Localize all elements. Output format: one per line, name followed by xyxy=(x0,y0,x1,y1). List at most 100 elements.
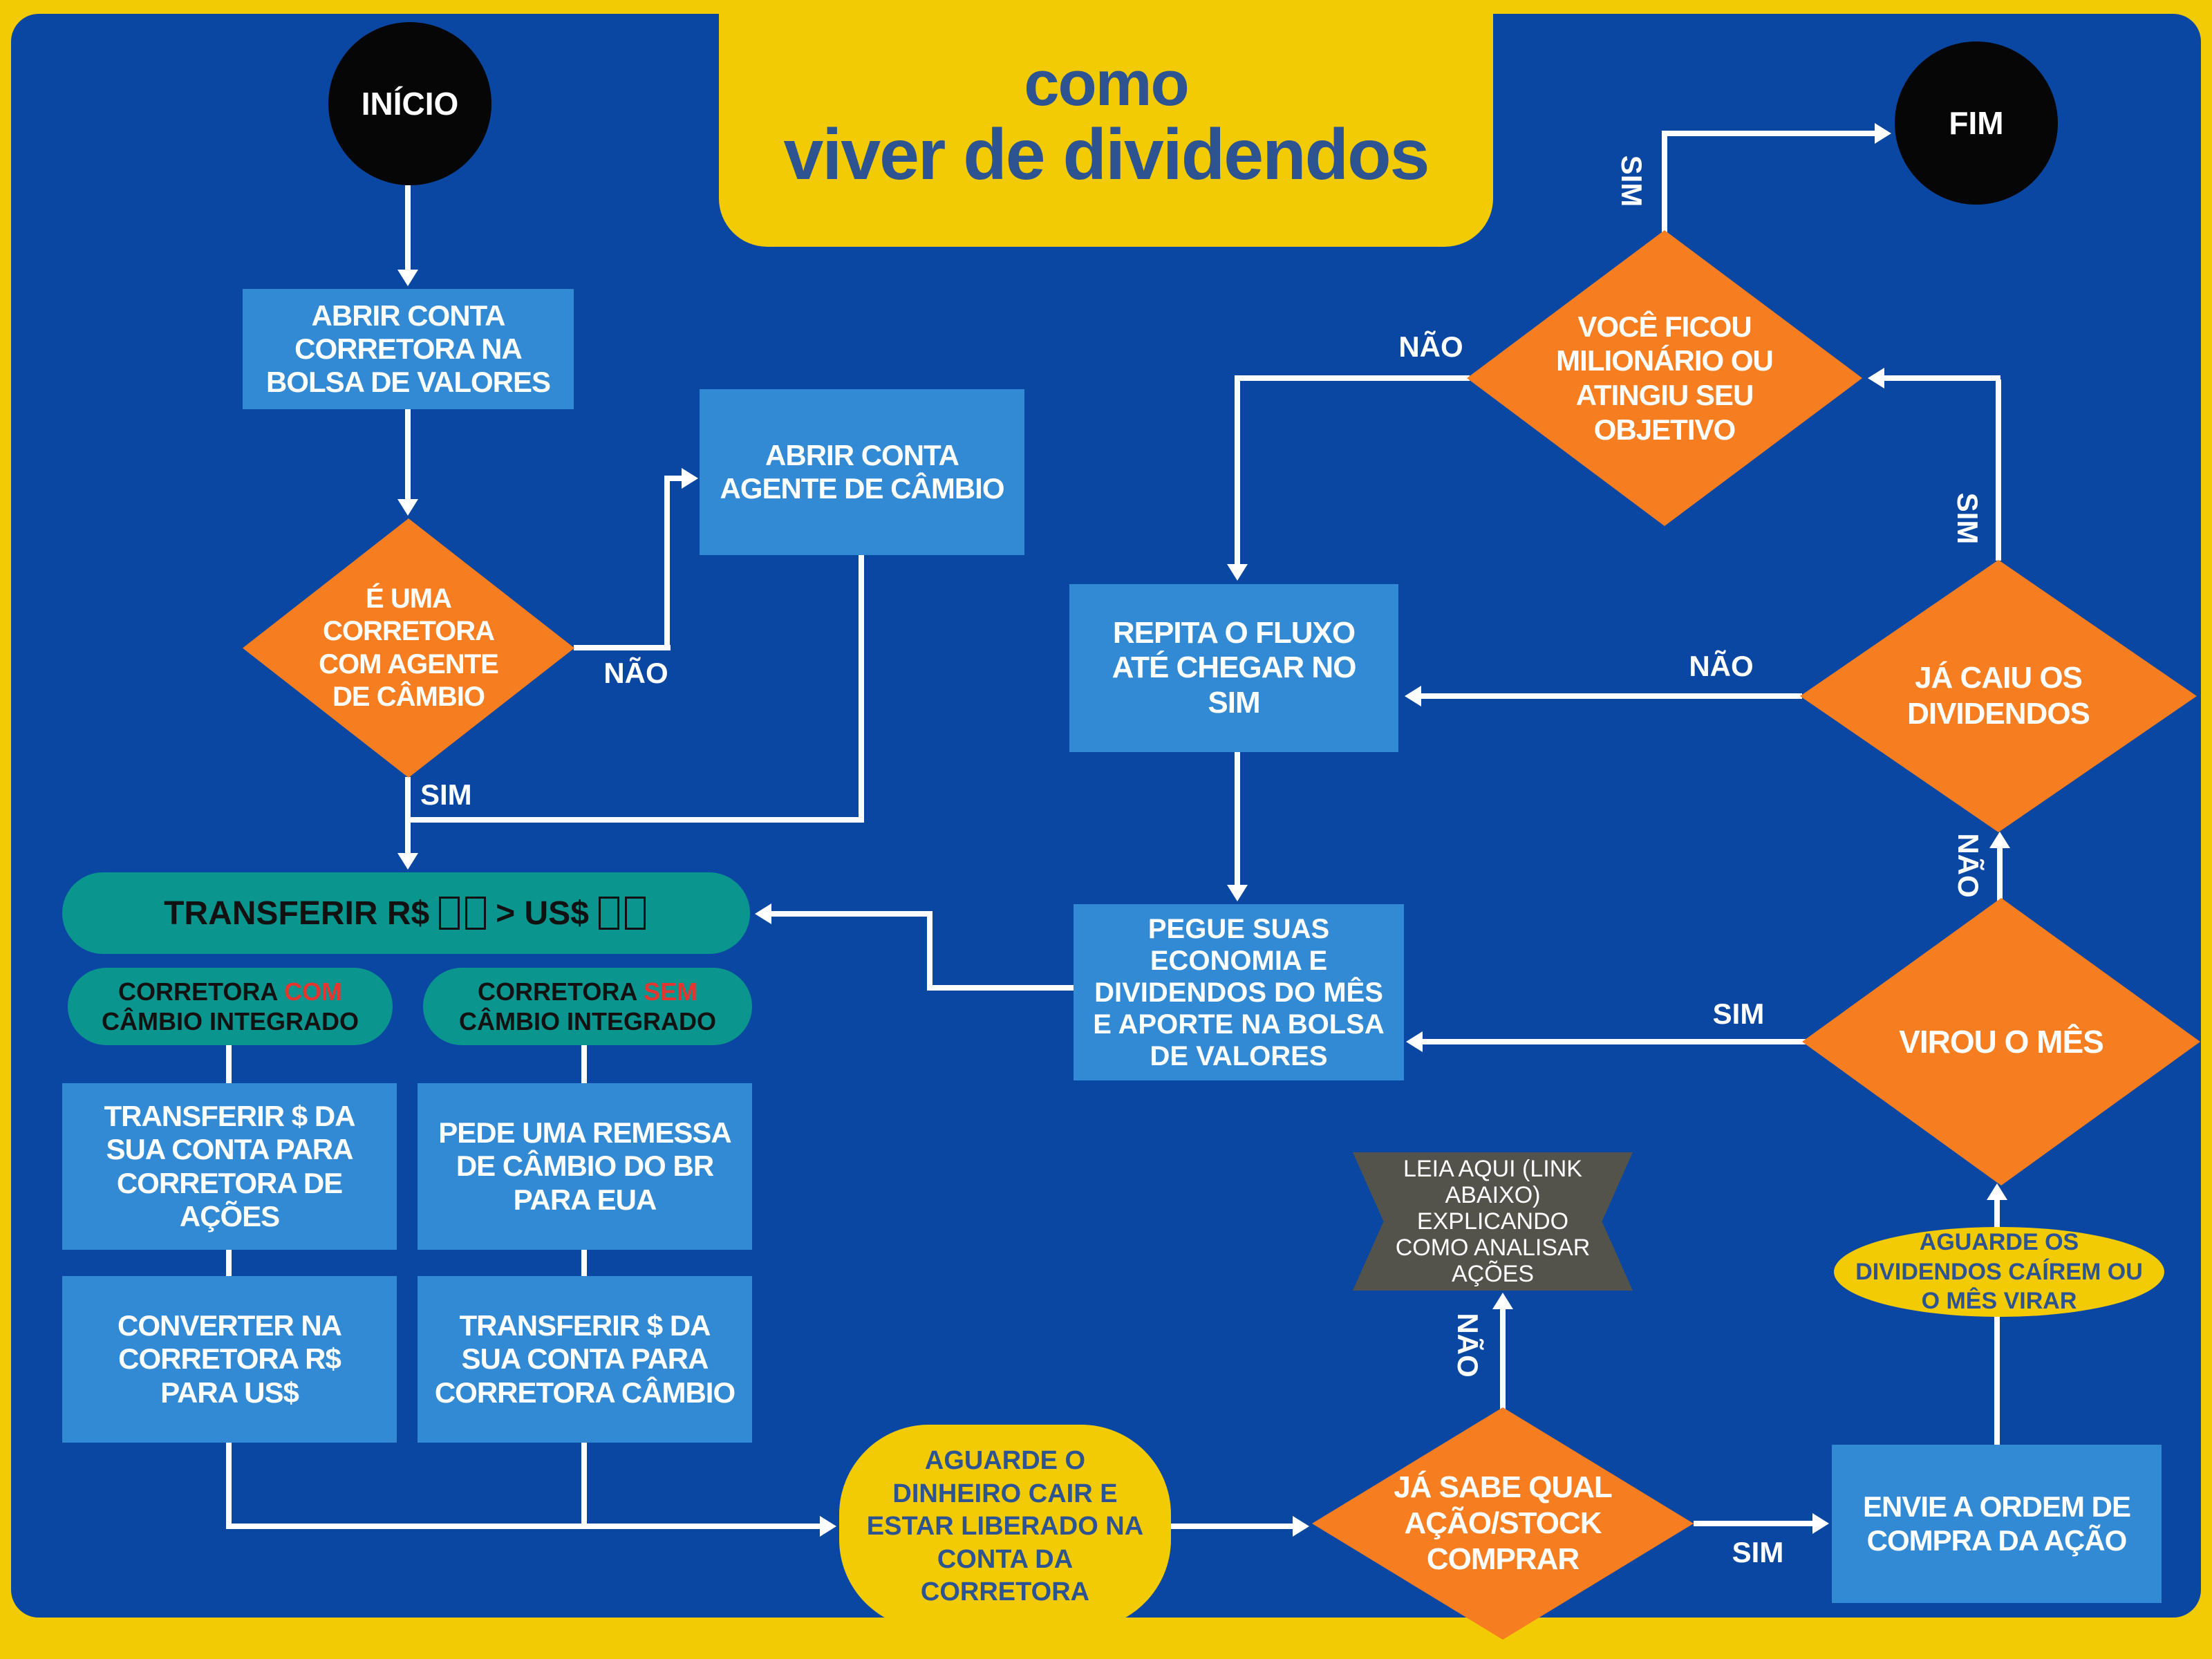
node-send-order-label: ENVIE A ORDEM DE COMPRA DA AÇÃO xyxy=(1863,1490,2131,1557)
with-lead: CORRETORA xyxy=(118,977,277,1006)
line xyxy=(226,1524,824,1529)
line xyxy=(226,1248,232,1277)
label-yes-month-turned: SIM xyxy=(1712,997,1765,1030)
brazil-flag-placeholder-icon xyxy=(439,897,460,930)
arrowhead-left xyxy=(1405,686,1421,706)
node-convert-label: CONVERTER NA CORRETORA R$ PARA US$ xyxy=(117,1309,342,1409)
arrowhead-down xyxy=(397,853,418,870)
node-know-stock-label: JÁ SABE QUAL AÇÃO/STOCK COMPRAR xyxy=(1394,1470,1613,1576)
line xyxy=(405,185,411,275)
line xyxy=(1412,693,1802,699)
label-yes-dividends-paid: SIM xyxy=(1951,492,1984,545)
node-month-turned-label: VIROU O MÊS xyxy=(1899,1023,2104,1060)
line xyxy=(1994,1197,2000,1230)
node-transfer-pill: TRANSFERIR R$ > US$ xyxy=(62,872,750,954)
transfer-pill-part2: > US$ xyxy=(496,894,589,932)
with-line2: CÂMBIO INTEGRADO xyxy=(102,1007,359,1035)
without-lead: CORRETORA xyxy=(477,977,637,1006)
line xyxy=(1235,752,1240,889)
label-yes-millionaire: SIM xyxy=(1615,155,1648,207)
arrowhead-left xyxy=(755,903,771,924)
usa-flag-placeholder-icon xyxy=(624,897,646,930)
line xyxy=(664,476,670,650)
node-repeat-flow-label: REPITA O FLUXO ATÉ CHEGAR NO SIM xyxy=(1112,615,1357,720)
node-open-account: ABRIR CONTA CORRETORA NA BOLSA DE VALORE… xyxy=(243,289,574,409)
line xyxy=(581,1044,587,1084)
node-is-exchange-agent-label: É UMA CORRETORA COM AGENTE DE CÂMBIO xyxy=(319,583,499,712)
line xyxy=(1662,131,1880,136)
line xyxy=(581,1442,587,1529)
line xyxy=(1875,375,2000,381)
brazil-flag-placeholder-icon xyxy=(465,897,487,930)
node-wait-dividends: AGUARDE OS DIVIDENDOS CAÍREM OU O MÊS VI… xyxy=(1834,1227,2164,1317)
node-without-exchange-pill: CORRETORA SEM CÂMBIO INTEGRADO xyxy=(423,968,752,1045)
node-open-exchange-agent: ABRIR CONTA AGENTE DE CÂMBIO xyxy=(700,389,1024,555)
label-no-know-stock: NÃO xyxy=(1452,1313,1484,1378)
line xyxy=(1235,375,1470,381)
line xyxy=(581,1248,587,1277)
node-send-order: ENVIE A ORDEM DE COMPRA DA AÇÃO xyxy=(1832,1445,2162,1603)
page-title: como viver de dividendos xyxy=(719,0,1493,247)
start-terminal: INÍCIO xyxy=(328,22,491,185)
line xyxy=(927,911,932,988)
line xyxy=(226,1442,232,1529)
without-highlight: SEM xyxy=(644,977,698,1006)
line xyxy=(1997,842,2003,901)
node-read-here-banner: LEIA AQUI (LINK ABAIXO) EXPLICANDO COMO … xyxy=(1353,1152,1633,1291)
arrowhead-right xyxy=(1812,1513,1829,1534)
arrowhead-down xyxy=(397,270,418,286)
node-transfer-to-stock-label: TRANSFERIR $ DA SUA CONTA PARA CORRETORA… xyxy=(104,1099,355,1232)
line xyxy=(1694,1521,1818,1526)
arrowhead-down xyxy=(397,499,418,516)
line xyxy=(405,817,861,823)
node-wait-dividends-label: AGUARDE OS DIVIDENDOS CAÍREM OU O MÊS VI… xyxy=(1855,1229,2143,1315)
node-repeat-flow: REPITA O FLUXO ATÉ CHEGAR NO SIM xyxy=(1069,584,1398,752)
arrowhead-up xyxy=(1987,1183,2007,1200)
node-transfer-to-exchange-label: TRANSFERIR $ DA SUA CONTA PARA CORRETORA… xyxy=(434,1309,735,1409)
without-exchange-label: CORRETORA SEM CÂMBIO INTEGRADO xyxy=(459,977,716,1036)
line xyxy=(405,409,411,506)
label-no-exchange-agent: NÃO xyxy=(603,657,668,689)
arrowhead-up xyxy=(1989,832,2010,848)
line xyxy=(769,911,931,917)
node-open-account-label: ABRIR CONTA CORRETORA NA BOLSA DE VALORE… xyxy=(265,299,551,399)
line xyxy=(859,555,864,823)
usa-flag-placeholder-icon xyxy=(598,897,619,930)
line xyxy=(664,476,686,481)
line xyxy=(927,985,1076,991)
page-title-line2: viver de dividendos xyxy=(783,115,1430,196)
page-title-line1: como xyxy=(1024,48,1189,120)
node-remittance: PEDE UMA REMESSA DE CÂMBIO DO BR PARA EU… xyxy=(418,1083,752,1250)
arrowhead-right xyxy=(1293,1516,1309,1537)
with-highlight: COM xyxy=(284,977,343,1006)
node-remittance-label: PEDE UMA REMESSA DE CÂMBIO DO BR PARA EU… xyxy=(438,1116,732,1216)
end-label: FIM xyxy=(1949,105,2004,141)
node-wait-money: AGUARDE O DINHEIRO CAIR E ESTAR LIBERADO… xyxy=(839,1425,1171,1629)
line xyxy=(405,777,411,857)
arrowhead-right xyxy=(1875,123,1891,144)
arrowhead-down xyxy=(1227,885,1248,901)
arrowhead-right xyxy=(682,468,698,489)
label-no-dividends-paid: NÃO xyxy=(1689,650,1754,682)
arrowhead-left xyxy=(1868,368,1884,388)
with-exchange-label: CORRETORA COM CÂMBIO INTEGRADO xyxy=(102,977,359,1036)
without-line2: CÂMBIO INTEGRADO xyxy=(459,1007,716,1035)
start-label: INÍCIO xyxy=(361,86,459,122)
line xyxy=(1413,1039,1806,1044)
line xyxy=(1994,1315,2000,1446)
line xyxy=(1662,135,1667,232)
line xyxy=(1171,1524,1299,1529)
arrowhead-up xyxy=(1492,1293,1513,1309)
end-terminal: FIM xyxy=(1895,41,2058,205)
node-take-savings-label: PEGUE SUAS ECONOMIA E DIVIDENDOS DO MÊS … xyxy=(1093,913,1385,1071)
label-yes-exchange-agent: SIM xyxy=(420,778,472,811)
node-transfer-to-exchange: TRANSFERIR $ DA SUA CONTA PARA CORRETORA… xyxy=(418,1276,752,1443)
node-take-savings: PEGUE SUAS ECONOMIA E DIVIDENDOS DO MÊS … xyxy=(1074,904,1404,1080)
node-open-exchange-agent-label: ABRIR CONTA AGENTE DE CÂMBIO xyxy=(720,438,1004,505)
label-yes-know-stock: SIM xyxy=(1732,1536,1784,1568)
arrowhead-down xyxy=(1227,564,1248,581)
line xyxy=(226,1044,232,1084)
arrowhead-right xyxy=(820,1516,836,1537)
node-convert: CONVERTER NA CORRETORA R$ PARA US$ xyxy=(62,1276,397,1443)
